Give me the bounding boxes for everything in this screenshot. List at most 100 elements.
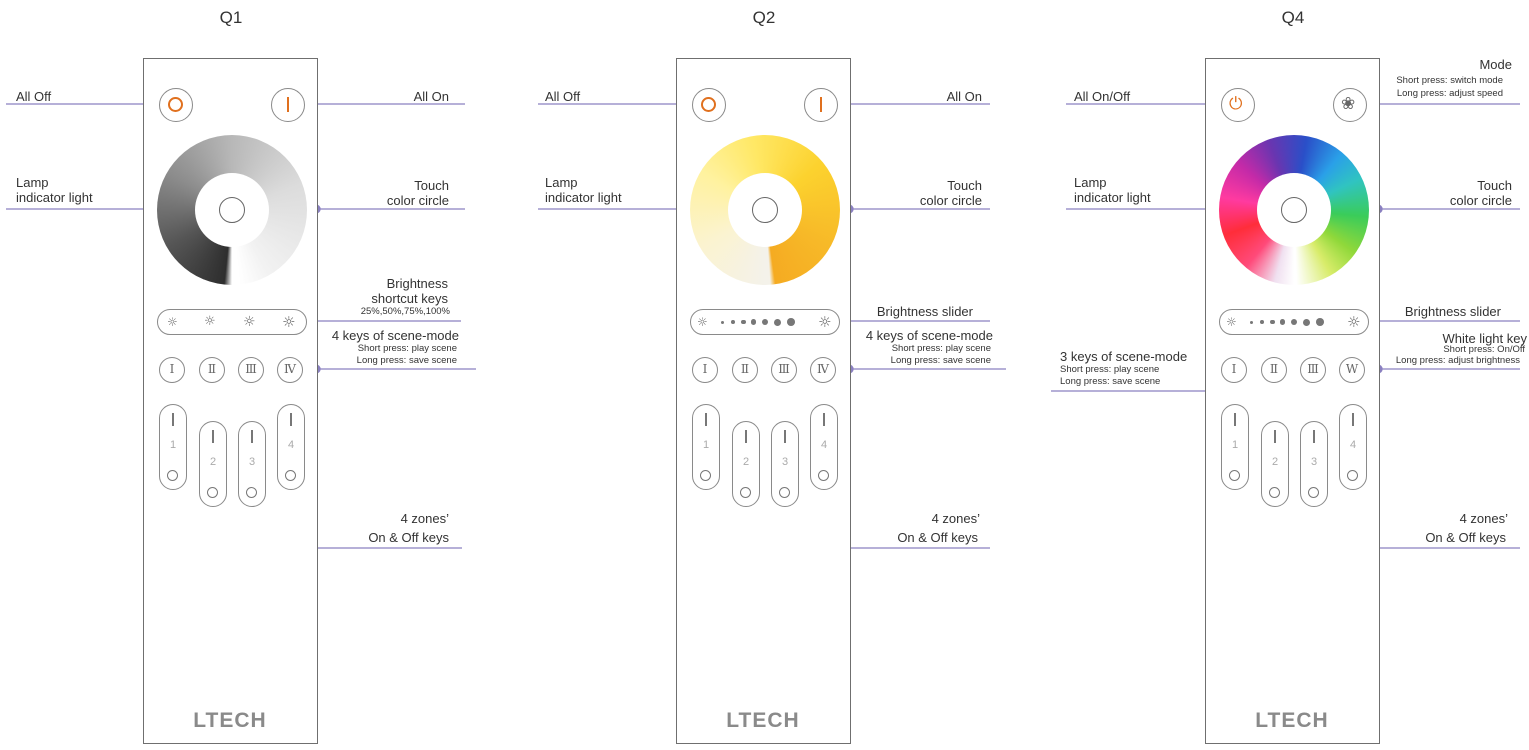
scene-key[interactable]: Ⅱ [199, 357, 225, 383]
scene-key[interactable]: Ⅱ [732, 357, 758, 383]
zone-number: 3 [781, 456, 789, 468]
zone-key[interactable]: 3 [771, 421, 799, 507]
scene-key[interactable]: Ⅳ [810, 357, 836, 383]
on-icon [745, 430, 747, 443]
zone-number: 3 [1310, 456, 1318, 468]
all-off-button[interactable] [692, 88, 726, 122]
on-icon [784, 430, 786, 443]
label-touch: color circle [1449, 193, 1512, 208]
label-scene: 3 keys of scene-mode [1060, 349, 1188, 364]
all-off-button[interactable] [159, 88, 193, 122]
zone-key[interactable]: 2 [732, 421, 760, 507]
slider-dot [1316, 318, 1324, 326]
zone-number: 3 [248, 456, 256, 468]
sun-icon[interactable]: ☼ [167, 315, 178, 329]
off-icon [1229, 470, 1240, 481]
all-on-off-button[interactable]: ⏻ [1221, 88, 1255, 122]
bar-icon [287, 97, 289, 112]
scene-key[interactable]: Ⅰ [159, 357, 185, 383]
slider-dot [787, 318, 795, 326]
slider-dot [1250, 320, 1253, 324]
label-scene-long: Long press: save scene [356, 355, 457, 366]
label-brightness: Brightness [386, 276, 448, 291]
zone-key[interactable]: 4 [1339, 404, 1367, 490]
zone-key[interactable]: 1 [692, 404, 720, 490]
zone-number: 2 [742, 456, 750, 468]
remote-title: Q1 [219, 8, 243, 27]
label-white: White light key [1442, 331, 1527, 346]
white-light-key[interactable]: W [1339, 357, 1365, 383]
slider-dot [774, 318, 781, 326]
scene-key[interactable]: Ⅱ [1261, 357, 1287, 383]
off-icon [1347, 470, 1358, 481]
brightness-shortcut-keys[interactable]: ☼ ☼ ☼ ☼ [157, 309, 307, 335]
off-icon [246, 487, 257, 498]
label-top-right: All On [946, 89, 982, 104]
scene-key[interactable]: Ⅲ [238, 357, 264, 383]
zone-number: 4 [1349, 439, 1357, 451]
label-zones: 4 zones’ [1459, 511, 1508, 526]
label-touch: color circle [386, 193, 449, 208]
zone-key[interactable]: 1 [159, 404, 187, 490]
zone-number: 4 [287, 439, 295, 451]
all-on-button[interactable] [271, 88, 305, 122]
ring-icon [701, 97, 716, 112]
label-lamp: indicator light [16, 190, 93, 205]
slider-dot [721, 320, 724, 324]
sun-icon[interactable]: ☼ [204, 314, 216, 329]
label-top-left: All Off [16, 89, 52, 104]
lamp-indicator [752, 197, 778, 223]
touch-color-circle[interactable] [157, 135, 307, 285]
scene-key[interactable]: Ⅲ [1300, 357, 1326, 383]
zone-key[interactable]: 4 [810, 404, 838, 490]
sun-icon[interactable]: ☼ [243, 314, 256, 330]
scene-key[interactable]: Ⅰ [692, 357, 718, 383]
all-on-button[interactable] [804, 88, 838, 122]
off-icon [1308, 487, 1319, 498]
label-top-left: All On/Off [1074, 89, 1131, 104]
sun-icon: ☼ [697, 315, 708, 329]
brightness-slider[interactable]: ☼☼ [690, 309, 840, 335]
label-touch: Touch [414, 178, 449, 193]
scene-key[interactable]: Ⅰ [1221, 357, 1247, 383]
label-top-right: All On [413, 89, 449, 104]
label-scene-long: Long press: save scene [1060, 376, 1161, 387]
label-touch: color circle [919, 193, 982, 208]
label-scene: 4 keys of scene-mode [331, 328, 459, 343]
sun-icon: ☼ [1347, 313, 1361, 331]
scene-key[interactable]: Ⅳ [277, 357, 303, 383]
label-mode-short: Short press: switch mode [1396, 75, 1503, 86]
slider-dot [1260, 320, 1264, 324]
zone-key[interactable]: 3 [238, 421, 266, 507]
off-icon [167, 470, 178, 481]
on-icon [212, 430, 214, 443]
sun-icon[interactable]: ☼ [282, 313, 296, 331]
zone-key[interactable]: 2 [199, 421, 227, 507]
touch-color-circle[interactable] [690, 135, 840, 285]
power-icon: ⏻ [1229, 94, 1243, 114]
off-icon [700, 470, 711, 481]
on-icon [290, 413, 292, 426]
mode-button[interactable]: ❀ [1333, 88, 1367, 122]
label-lamp: Lamp [1074, 175, 1107, 190]
label-brightness: shortcut keys [371, 291, 448, 306]
lamp-indicator [1281, 197, 1307, 223]
scene-key[interactable]: Ⅲ [771, 357, 797, 383]
brightness-slider[interactable]: ☼☼ [1219, 309, 1369, 335]
slider-dot [751, 319, 757, 325]
label-scene: 4 keys of scene-mode [865, 328, 993, 343]
off-icon [818, 470, 829, 481]
zone-key[interactable]: 1 [1221, 404, 1249, 490]
zone-key[interactable]: 4 [277, 404, 305, 490]
touch-color-circle[interactable] [1219, 135, 1369, 285]
label-zones: On & Off keys [368, 530, 449, 545]
slider-dot [1280, 319, 1286, 325]
label-touch: Touch [947, 178, 982, 193]
zone-number: 2 [209, 456, 217, 468]
zone-number: 4 [820, 439, 828, 451]
on-icon [1274, 430, 1276, 443]
zone-key[interactable]: 2 [1261, 421, 1289, 507]
zone-key[interactable]: 3 [1300, 421, 1328, 507]
